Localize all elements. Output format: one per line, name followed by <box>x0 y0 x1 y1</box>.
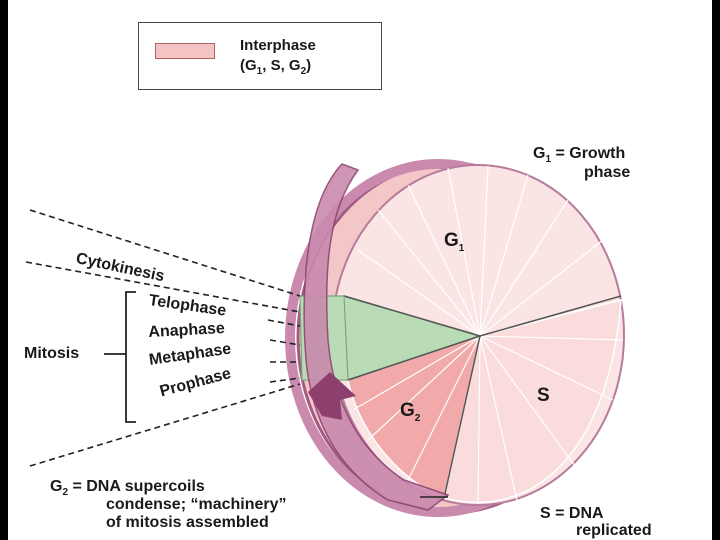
cycle-arrow-body <box>303 163 450 511</box>
cycle-arrow-head <box>308 372 356 420</box>
g1-label: G1 <box>444 230 465 254</box>
s-description-line2: replicated <box>576 522 652 539</box>
leader-lines <box>25 209 301 467</box>
interphase-swatch <box>155 43 215 59</box>
s-description: S = DNA <box>540 505 604 522</box>
mitosis-label: Mitosis <box>24 345 80 362</box>
wheel-spokes <box>352 165 624 506</box>
g2-description-line3: of mitosis assembled <box>106 514 269 531</box>
mitosis-bracket <box>104 291 136 423</box>
g1-description-line2: phase <box>584 164 631 181</box>
g2-description-line2: condense; “machinery” <box>106 496 287 513</box>
legend-sublabel: (G1, S, G2) <box>240 57 312 77</box>
g2-label: G2 <box>400 400 421 424</box>
legend-label: Interphase <box>240 37 316 54</box>
cell-cycle-wheel <box>25 159 625 517</box>
phase-boundaries <box>343 295 622 499</box>
g2-description: G2 = DNA supercoils <box>50 478 205 499</box>
diagram-canvas: Interphase (G1, S, G2) <box>8 0 712 540</box>
legend-box: Interphase (G1, S, G2) <box>138 22 382 90</box>
s-label: S <box>537 385 550 406</box>
s-wedge <box>443 299 622 503</box>
g1-description: G1 = Growth <box>533 145 626 166</box>
